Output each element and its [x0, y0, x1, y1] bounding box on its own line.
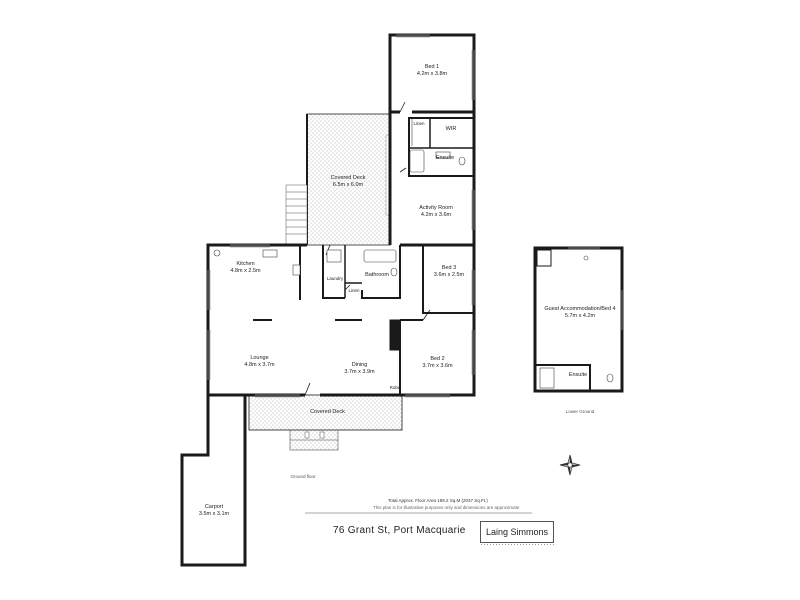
room-name: Lounge [250, 355, 269, 361]
north-arrow-compass-icon [559, 454, 581, 476]
room-dims: 4.2m x 3.6m [420, 212, 452, 218]
level-label-ground-floor: Ground floor [290, 474, 316, 479]
guest-accommodation-walls [533, 246, 624, 393]
room-label-dining: Dining 3.7m x 3.9m [332, 362, 387, 376]
room-name: Ensuite [435, 155, 455, 161]
windows [207, 34, 475, 398]
room-dims: 4.8m x 3.7m [244, 362, 275, 368]
room-name: Dining [351, 362, 368, 368]
fixtures [213, 118, 466, 277]
covered-deck-front [248, 394, 403, 451]
room-dims: 3.7m x 3.9m [344, 369, 375, 375]
room-name: Carport [204, 504, 224, 510]
room-label-covered-deck-front: Covered Deck [300, 409, 355, 416]
room-label-guest-bed4: Guest Accommodation/Bed 4 5.7m x 4.2m [540, 306, 620, 320]
agency-brand-logo: Laing Simmons [480, 521, 554, 543]
room-label-ensuite-main: Ensuite [430, 155, 460, 162]
room-dims: 3.7m x 3.6m [422, 363, 453, 369]
room-name: WIR [445, 126, 457, 132]
room-name: Kitchen [236, 261, 255, 267]
room-name: Bed 1 [424, 64, 440, 70]
room-label-covered-deck: Covered Deck 6.5m x 6.0m [318, 175, 378, 189]
disclaimer-text: This plan is for illustrative purposes o… [373, 505, 520, 510]
room-name: Bed 3 [441, 265, 457, 271]
deck-stairs [285, 184, 308, 246]
room-dims: 5.7m x 4.2m [564, 313, 596, 319]
room-name: Linen [348, 288, 360, 293]
room-label-wir: WIR [438, 126, 464, 133]
room-dims: 4.8m x 2.5m [230, 268, 261, 274]
room-label-laundry: Laundry [325, 276, 345, 282]
level-label-lower-ground: Lower Ground [565, 409, 595, 414]
room-label-bed3: Bed 3 3.6m x 2.5m [425, 265, 473, 279]
room-name: Bathroom [365, 272, 389, 278]
total-area-text: Total Approx. Floor Area 189.2 Sq.M (203… [388, 498, 488, 503]
room-label-robe: Robe [388, 385, 402, 391]
room-label-linen-lower: Linen [346, 288, 362, 294]
room-label-carport: Carport 3.5m x 3.1m [190, 504, 238, 518]
room-label-ensuite-guest: Ensuite [563, 372, 593, 379]
room-label-bed1: Bed 1 4.2m x 3.8m [404, 64, 460, 78]
room-name: Linen [413, 121, 425, 126]
room-name: Bed 2 [430, 356, 445, 362]
room-label-activity-room: Activity Room 4.2m x 3.6m [406, 205, 466, 219]
room-label-lounge: Lounge 4.8m x 3.7m [232, 355, 287, 369]
room-dims: 4.2m x 3.8m [416, 71, 448, 77]
room-name: Robe [389, 385, 401, 390]
room-dims: 3.5m x 3.1m [198, 511, 230, 517]
main-house-walls [206, 33, 476, 397]
room-name: Covered Deck [330, 175, 366, 181]
room-name: Laundry [326, 276, 344, 281]
room-label-kitchen: Kitchen 4.8m x 2.5m [218, 261, 273, 275]
property-address: 76 Grant St, Port Macquarie [333, 525, 466, 536]
room-label-bathroom: Bathroom [362, 272, 392, 279]
carport-walls [180, 395, 247, 567]
room-name: Covered Deck [310, 409, 345, 415]
room-label-bed2: Bed 2 3.7m x 3.6m [410, 356, 465, 370]
room-name: Activity Room [419, 205, 453, 211]
room-name: Ensuite [568, 372, 588, 378]
room-name: Guest Accommodation/Bed 4 [544, 306, 616, 312]
room-dims: 3.6m x 2.5m [433, 272, 465, 278]
room-dims: 6.5m x 6.0m [332, 182, 364, 188]
room-label-linen-upper: Linen [410, 121, 428, 127]
